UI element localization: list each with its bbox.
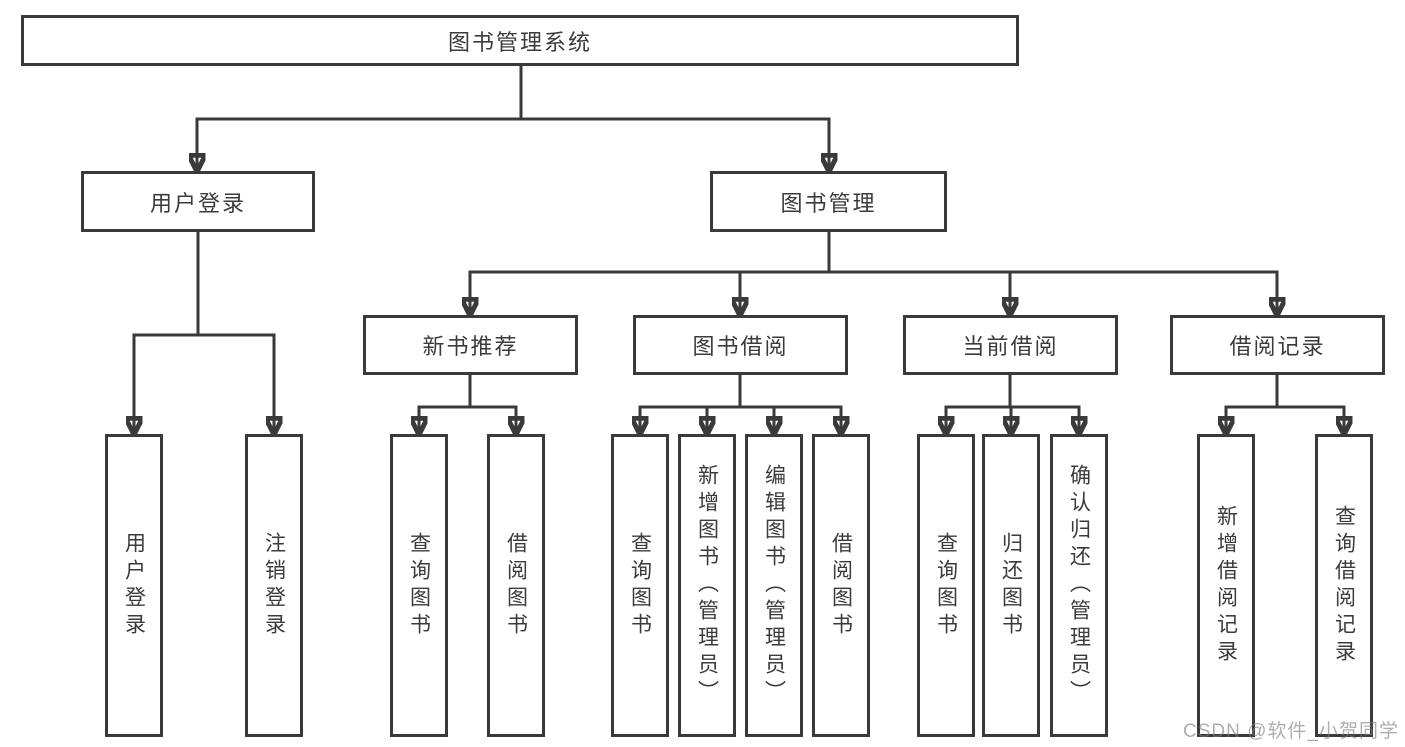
node-label: 查询图书 [407, 531, 431, 640]
node-label: 图书管理系统 [447, 29, 592, 55]
leaf-query-books-recommend: 查询图书 [390, 434, 448, 737]
node-label: 借阅记录 [1229, 334, 1326, 359]
leaf-borrow-books-borrowing: 借阅图书 [812, 434, 870, 737]
leaf-logout: 注销登录 [245, 434, 303, 737]
node-label: 归还图书 [999, 531, 1023, 640]
node-label: 编辑图书（管理员） [762, 464, 786, 707]
node-new-book-recommendation: 新书推荐 [363, 315, 578, 375]
node-label: 查询图书 [628, 531, 652, 640]
leaf-add-books-admin: 新增图书（管理员） [678, 434, 736, 737]
node-label: 新书推荐 [422, 334, 519, 359]
node-library-system: 图书管理系统 [21, 15, 1019, 66]
node-label: 用户登录 [149, 190, 246, 216]
node-label: 查询借阅记录 [1332, 504, 1356, 667]
node-label: 新增图书（管理员） [695, 464, 719, 707]
leaf-query-borrow-record: 查询借阅记录 [1315, 434, 1373, 737]
leaf-add-borrow-record: 新增借阅记录 [1197, 434, 1255, 737]
node-label: 用户登录 [122, 531, 146, 640]
leaf-edit-books-admin: 编辑图书（管理员） [745, 434, 803, 737]
leaf-return-books: 归还图书 [982, 434, 1040, 737]
node-borrowing-records: 借阅记录 [1170, 315, 1385, 375]
node-label: 确认归还（管理员） [1067, 464, 1091, 707]
leaf-query-books-borrowing: 查询图书 [611, 434, 669, 737]
node-label: 借阅图书 [829, 531, 853, 640]
leaf-query-books-current: 查询图书 [917, 434, 975, 737]
leaf-user-login: 用户登录 [105, 434, 163, 737]
node-label: 新增借阅记录 [1214, 504, 1238, 667]
node-book-borrowing: 图书借阅 [633, 315, 848, 375]
node-book-management: 图书管理 [710, 171, 947, 232]
node-label: 查询图书 [934, 531, 958, 640]
node-label: 图书管理 [780, 190, 877, 216]
node-label: 当前借阅 [962, 334, 1059, 359]
node-label: 借阅图书 [504, 531, 528, 640]
leaf-confirm-return-admin: 确认归还（管理员） [1050, 434, 1108, 737]
node-user-login: 用户登录 [81, 171, 315, 232]
node-label: 图书借阅 [692, 334, 789, 359]
node-label: 注销登录 [262, 531, 286, 640]
node-current-borrowing: 当前借阅 [903, 315, 1118, 375]
leaf-borrow-books-recommend: 借阅图书 [487, 434, 545, 737]
